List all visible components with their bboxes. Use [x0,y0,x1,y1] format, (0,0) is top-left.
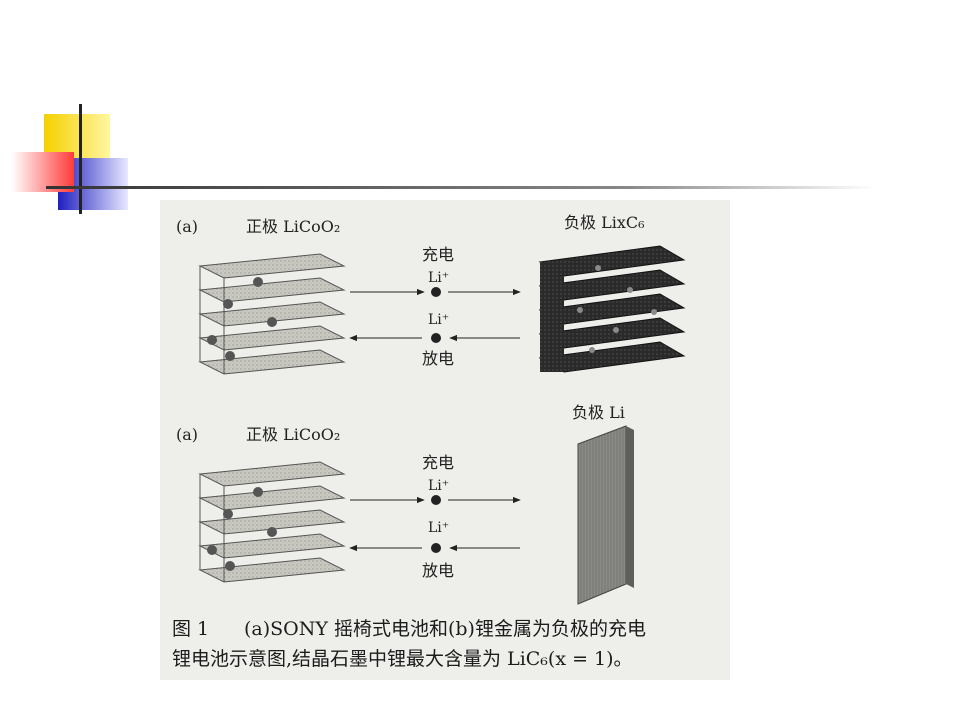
caption-line-2: 锂电池示意图,结晶石墨中锂最大含量为 LiC₆(x = 1)。 [172,648,633,670]
deco-horizontal-rule [46,186,876,189]
battery-figure: (a) 正极 LiCoO₂ 负极 LixC₆ [160,200,730,680]
caption-line-1: 图 1 (a)SONY 摇椅式电池和(b)锂金属为负极的充电 [172,614,728,644]
diagram-b-ion-bottom: Li⁺ [428,520,449,536]
deco-red-square [12,152,74,192]
diagram-a-ion-dot-top [431,287,441,297]
diagram-a-ion-bottom: Li⁺ [428,312,449,328]
diagram-a-anode-stack [538,245,686,373]
diagram-a-label: (a) [176,217,198,236]
caption-number: 图 1 [172,618,210,640]
diagram-b-ion-top: Li⁺ [428,478,449,494]
figure-caption: 图 1 (a)SONY 摇椅式电池和(b)锂金属为负极的充电 锂电池示意图,结晶石… [172,614,728,674]
diagram-b-lithium-plate [577,425,634,605]
diagram-b-cathode-stack [198,461,346,583]
diagram-b-ion-dot-top [431,495,441,505]
diagram-a-cathode-stack [198,253,346,375]
diagram-a-ion-dot-bottom [431,333,441,343]
caption-text-1: (a)SONY 摇椅式电池和(b)锂金属为负极的充电 [244,618,646,640]
diagram-a-ion-top: Li⁺ [428,270,449,286]
diagram-b-ion-dot-bottom [431,543,441,553]
deco-vertical-rule [79,104,82,214]
diagram-b-anode-label: 负极 Li [572,403,625,422]
diagram-a-anode-label: 负极 LixC₆ [564,213,645,232]
diagram-b-label: (a) [176,425,198,444]
slide-decoration [12,104,876,214]
diagram-b-discharge-label: 放电 [422,561,454,580]
diagram-a-cathode-label: 正极 LiCoO₂ [246,217,340,236]
diagram-b-charge-label: 充电 [422,453,454,472]
diagram-a-discharge-label: 放电 [422,349,454,368]
diagram-a-charge-label: 充电 [422,245,454,264]
diagram-b-cathode-label: 正极 LiCoO₂ [246,425,340,444]
battery-diagram: (a) 正极 LiCoO₂ 负极 LixC₆ [176,213,686,605]
